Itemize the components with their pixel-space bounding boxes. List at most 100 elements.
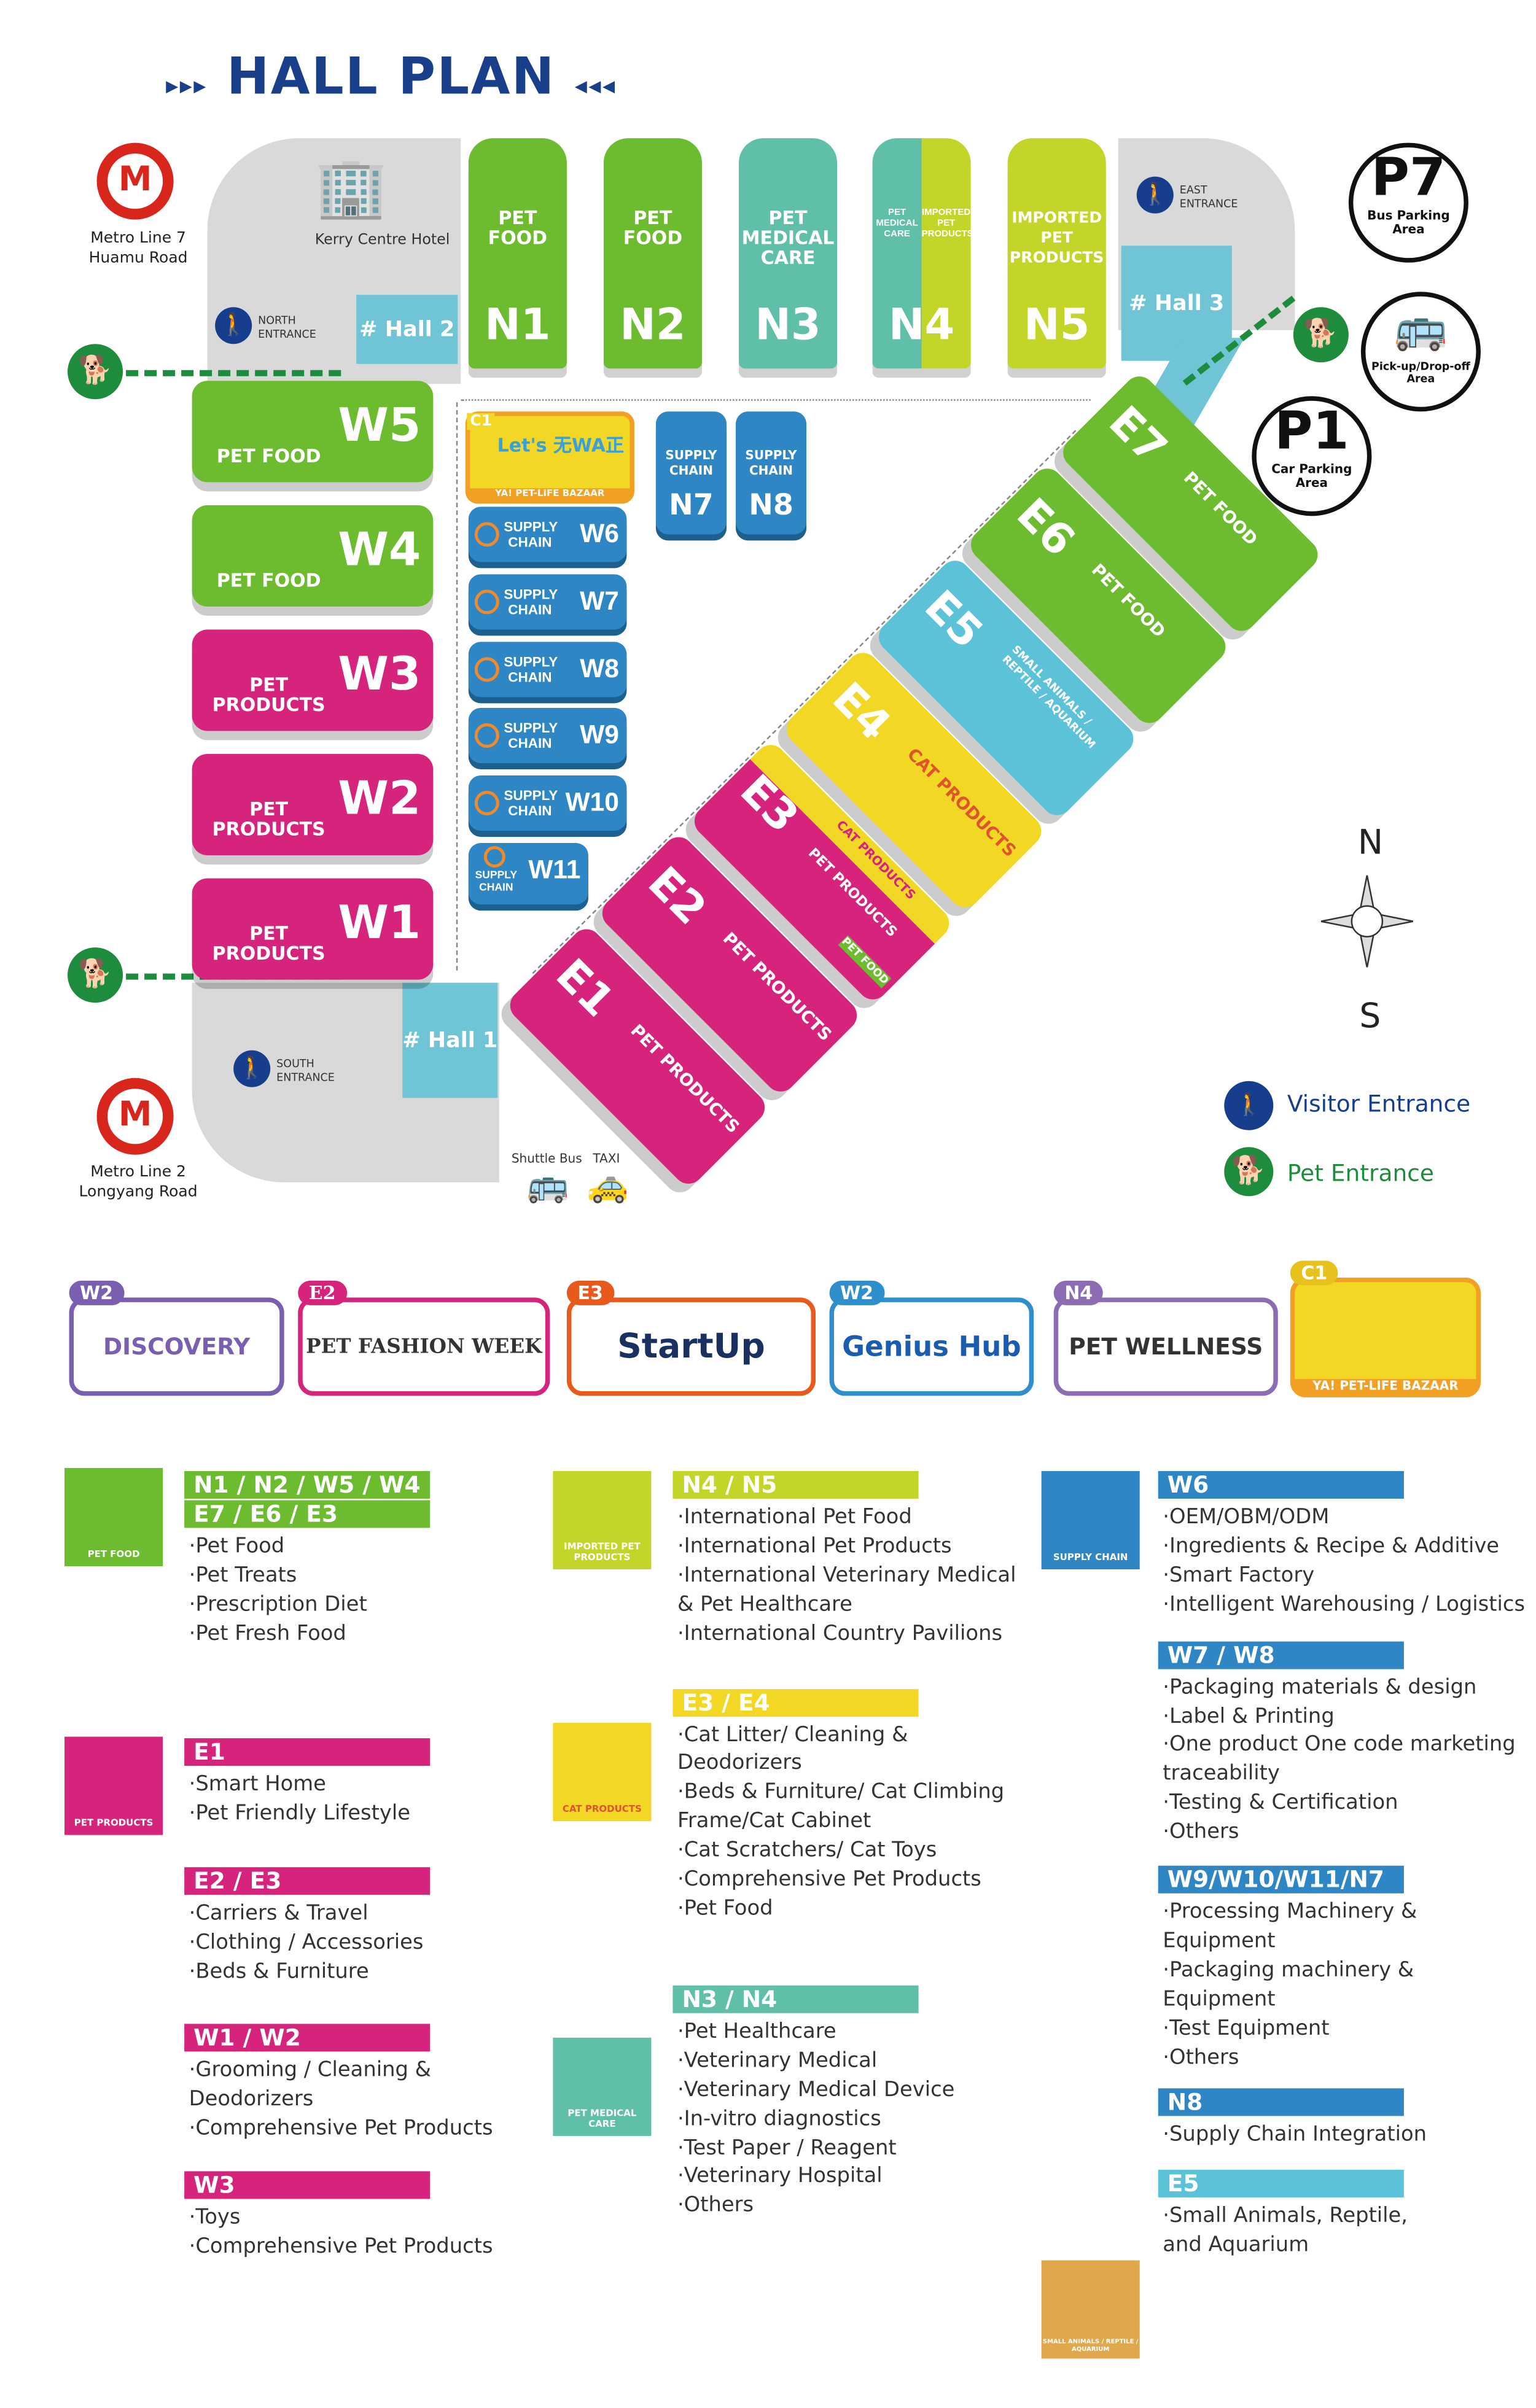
hall-label: SUPPLY CHAIN — [504, 654, 558, 685]
hall-c1[interactable]: C1 Let's 无WA正 YA! PET-LIFE BAZAAR — [465, 411, 634, 504]
legend-list: ·Supply Chain Integration — [1155, 2120, 1533, 2149]
legend-item: ·Comprehensive Pet Products — [189, 2116, 493, 2141]
brand-tag: E2 — [298, 1280, 346, 1305]
hall-label-2: IMPORTED PET PRODUCTS — [921, 209, 973, 240]
hall-code: E2 — [638, 856, 717, 935]
legend-column-1: N1 / N2 / W5 / W4 E7 / E6 / E3 ·Pet Food… — [181, 1470, 544, 2261]
brand-tag: W2 — [829, 1280, 884, 1305]
metro2-line: Metro Line 2 — [90, 1163, 186, 1181]
legend-list: ·Pet Food·Pet Treats·Prescription Diet·P… — [181, 1532, 544, 1649]
imported-pet-products-icon: IMPORTED PET PRODUCTS — [553, 1470, 652, 1570]
taxi-label: TAXI — [593, 1151, 620, 1166]
legend-heading: N8 — [1158, 2088, 1404, 2116]
hall-label: SUPPLY CHAIN — [665, 448, 717, 478]
title-arrows-right: ◂◂◂ — [574, 71, 617, 100]
north-entrance-label[interactable]: NORTH ENTRANCE — [258, 314, 316, 341]
pickup-dropoff-area: 🚌Pick-up/Drop-off Area — [1360, 292, 1481, 412]
p1-code: P1 — [1274, 400, 1349, 462]
pet-entrance-icon: 🐕 — [1293, 307, 1349, 363]
compass-south: S — [1359, 998, 1381, 1037]
supply-chain-icon — [474, 657, 499, 682]
legend-list: ·Small Animals, Reptile, and Aquarium — [1155, 2202, 1432, 2261]
hall-code: W6 — [580, 519, 619, 548]
title-text: HALL PLAN — [227, 46, 556, 106]
hall-label: PET FOOD — [1087, 560, 1169, 642]
legend-item: ·Clothing / Accessories — [189, 1930, 424, 1956]
brand-name: DISCOVERY — [103, 1332, 251, 1361]
metro-icon: M — [96, 142, 174, 220]
legend-item: ·Pet Healthcare — [677, 2019, 836, 2044]
hall-label: PET FOOD — [216, 445, 321, 467]
hotel-building-icon: 🏢 — [314, 153, 388, 222]
legend-heading: E1 — [184, 1738, 431, 1766]
brand-name: PET WELLNESS — [1069, 1332, 1263, 1361]
legend-heading: W6 — [1158, 1470, 1404, 1499]
bus-icon: 🚌 — [1394, 302, 1448, 354]
legend-item: ·Processing Machinery & Equipment — [1163, 1899, 1417, 1954]
icon-caption: IMPORTED PET PRODUCTS — [563, 1542, 641, 1564]
c1-logo-text: Let's 无WA正 — [497, 434, 625, 456]
hall-code: W11 — [528, 855, 581, 885]
supply-chain-icon — [474, 522, 499, 547]
legend-item: ·Packaging materials & design — [1163, 1674, 1477, 1699]
shuttle-bus-icon: 🚌 — [526, 1167, 569, 1206]
visitor-entrance-icon: 🚶 — [233, 1050, 271, 1087]
hall-code: N4 — [888, 299, 955, 351]
pet-route-arrow — [126, 370, 341, 376]
icon-caption: SMALL ANIMALS / REPTILE / AQUARIUM — [1042, 2337, 1139, 2353]
legend-heading: W3 — [184, 2171, 431, 2199]
legend-item: ·Small Animals, Reptile, and Aquarium — [1163, 2204, 1408, 2258]
legend-item: ·Pet Treats — [189, 1563, 297, 1588]
legend-item: ·Others — [677, 2193, 754, 2218]
legend-item: ·Veterinary Medical Device — [677, 2077, 955, 2102]
brand-name: PET FASHION WEEK — [306, 1335, 542, 1359]
hall-code: N1 — [485, 299, 551, 351]
south-entrance-label[interactable]: SOUTH ENTRANCE — [276, 1058, 335, 1084]
legend-heading: N3 / N4 — [672, 1985, 919, 2013]
brand-tag: N4 — [1053, 1280, 1104, 1305]
brand-name: StartUp — [617, 1327, 765, 1366]
legend-heading: E7 / E6 / E3 — [184, 1500, 431, 1528]
hall-code: W8 — [580, 654, 619, 683]
hall-code: N2 — [620, 299, 686, 351]
legend-item: ·OEM/OBM/ODM — [1163, 1504, 1330, 1529]
compass-north: N — [1357, 825, 1384, 863]
legend-item: ·Packaging machinery & Equipment — [1163, 1957, 1414, 2011]
hall-w8[interactable]: SUPPLY CHAIN W8 — [468, 642, 627, 697]
metro7-station: Huamu Road — [88, 250, 188, 268]
legend-heading: W7 / W8 — [1158, 1641, 1404, 1669]
hall-code: W1 — [338, 896, 421, 951]
legend-item: ·Test Equipment — [1163, 2016, 1330, 2041]
hall-code: W4 — [338, 523, 421, 578]
hall-code: W2 — [338, 772, 421, 826]
brand-tag: W2 — [69, 1280, 124, 1305]
east-entrance-label[interactable]: EAST ENTRANCE — [1179, 184, 1238, 211]
legend-heading: W1 / W2 — [184, 2024, 431, 2052]
hall-code: W10 — [565, 788, 619, 817]
